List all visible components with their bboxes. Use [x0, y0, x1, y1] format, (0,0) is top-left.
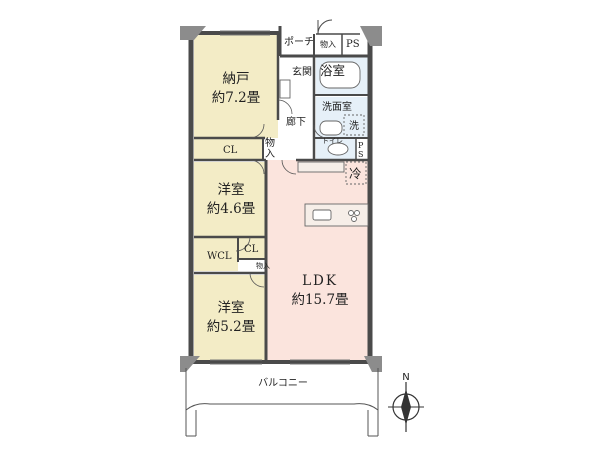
- washer-icon: [343, 114, 365, 136]
- wash-label: 洗: [349, 120, 359, 132]
- storage-side-label-1: 物: [265, 136, 275, 149]
- doors: [235, 99, 328, 288]
- columns: [180, 26, 382, 372]
- yoshitsu2-fill: [194, 275, 266, 360]
- fixtures: [279, 61, 369, 227]
- ldk-name: LDK: [302, 273, 338, 289]
- closet-fill: [194, 139, 263, 160]
- bathtub-icon: [319, 61, 361, 89]
- storage-small-label: 物入: [256, 261, 270, 270]
- senmenshitsu-label: 洗面室: [322, 100, 352, 113]
- stove-icon: [348, 210, 354, 216]
- shoe-cabinet: [279, 79, 291, 99]
- hallway-label: 廊下: [286, 115, 306, 128]
- storage-side-label-2: 入: [265, 149, 275, 160]
- nando-fill: [194, 34, 278, 138]
- bath-label: 浴室: [320, 63, 345, 78]
- ldk-size: 約15.7畳: [291, 292, 348, 308]
- balcony-label: バルコニー: [258, 377, 308, 389]
- wcl-fill: [194, 238, 238, 271]
- storage-label: 物入: [320, 39, 336, 49]
- windows: [210, 30, 350, 365]
- yoshitsu1-size: 約4.6畳: [207, 201, 255, 217]
- washbasin-icon: [319, 120, 343, 136]
- closet-label: CL: [223, 145, 238, 156]
- ps-p-label: P: [358, 141, 364, 150]
- yoshitsu1-name: 洋室: [218, 181, 245, 198]
- porch-label: ポーチ: [284, 36, 314, 48]
- north-label: N: [402, 372, 409, 383]
- ps-s-label: S: [358, 150, 363, 159]
- yoshitsu1-fill: [194, 162, 266, 236]
- balcony: [185, 368, 379, 437]
- walls: [188, 19, 373, 364]
- ps-label: PS: [346, 39, 360, 50]
- toilet-label: トイレ: [322, 137, 343, 145]
- cl2-label: CL: [244, 244, 259, 255]
- sink-icon: [312, 209, 332, 221]
- fridge-label: 冷: [349, 166, 362, 181]
- toilet-icon: [327, 142, 349, 156]
- nando-name: 納戸: [223, 71, 250, 87]
- north-compass-icon: [388, 382, 424, 432]
- cl2-fill: [238, 238, 266, 259]
- ldk-fill: [266, 160, 368, 360]
- wcl-label: WCL: [207, 251, 232, 262]
- yoshitsu2-size: 約5.2畳: [207, 319, 255, 335]
- genkan-label: 玄関: [292, 65, 312, 78]
- fridge-icon: [345, 161, 367, 185]
- kitchen-counter: [297, 161, 345, 173]
- nando-size: 約7.2畳: [212, 90, 260, 106]
- yoshitsu2-name: 洋室: [218, 299, 245, 316]
